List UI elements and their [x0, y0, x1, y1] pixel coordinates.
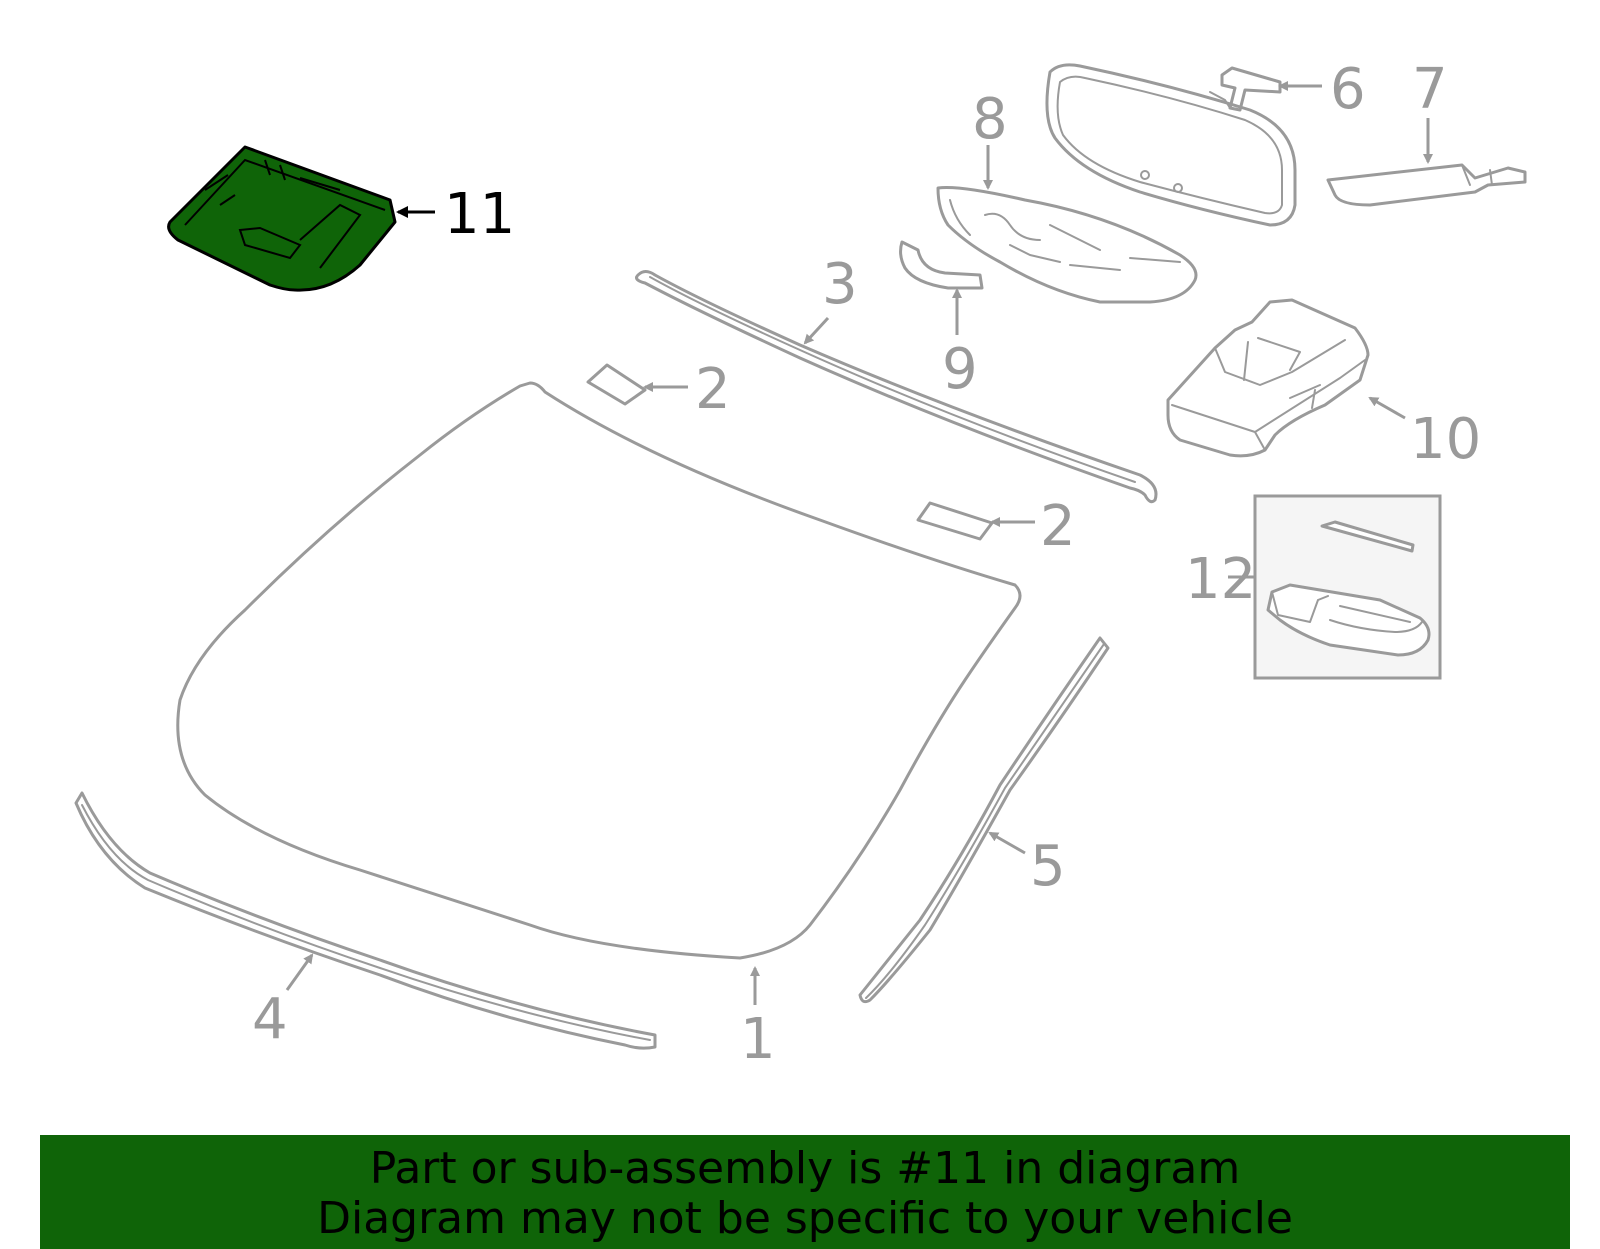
callout-2a: 2	[695, 357, 731, 422]
part-mirror-body[interactable]	[1045, 63, 1297, 227]
part-4-lower-molding[interactable]	[74, 791, 657, 1050]
callout-8: 8	[972, 87, 1008, 152]
part-12-inset[interactable]	[1253, 494, 1442, 680]
callout-3: 3	[822, 252, 858, 317]
part-7-cable[interactable]	[1326, 163, 1527, 207]
callout-6: 6	[1330, 57, 1366, 122]
banner-line-1: Part or sub-assembly is #11 in diagram	[369, 1143, 1241, 1194]
callout-1: 1	[740, 1007, 776, 1072]
callout-12: 12	[1185, 547, 1256, 612]
callout-10: 10	[1410, 407, 1481, 472]
part-2-sticker-right[interactable]	[916, 501, 994, 541]
part-6-mirror-stem[interactable]	[1220, 66, 1282, 112]
callout-4: 4	[252, 987, 288, 1052]
part-2-sticker-left[interactable]	[586, 363, 647, 406]
part-11-highlighted[interactable]	[167, 145, 397, 292]
banner-line-2: Diagram may not be specific to your vehi…	[317, 1193, 1293, 1244]
part-8-mirror-cover[interactable]	[936, 186, 1198, 304]
callout-11: 11	[444, 182, 515, 247]
info-banner: Part or sub-assembly is #11 in diagram D…	[40, 1135, 1570, 1249]
part-1-windshield[interactable]	[176, 381, 1022, 960]
callout-9: 9	[942, 337, 978, 402]
part-5-side-molding[interactable]	[858, 636, 1110, 1004]
callout-5: 5	[1030, 834, 1066, 899]
part-9-clip[interactable]	[899, 240, 984, 290]
part-3-upper-molding[interactable]	[635, 270, 1158, 504]
part-10-sensor-unit[interactable]	[1166, 298, 1370, 458]
callout-2b: 2	[1040, 494, 1076, 559]
callout-7: 7	[1412, 57, 1448, 122]
